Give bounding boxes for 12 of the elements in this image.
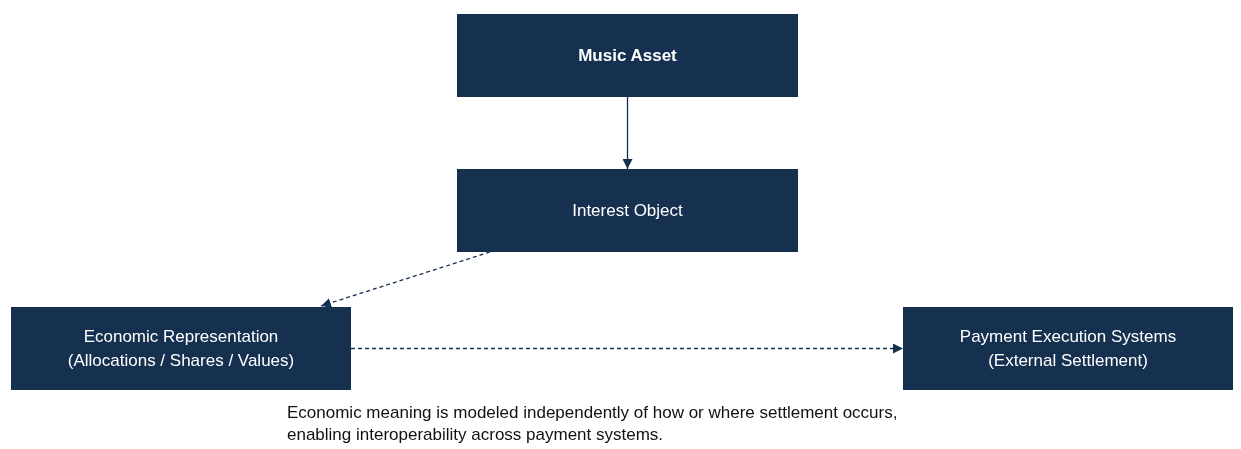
- note-text: Economic meaning is modeled independently of how or where settlement occurs, enabling interoperability across payment systems.: [287, 402, 899, 446]
- arrow: [622, 96, 633, 170]
- node-label: Payment Execution Systems (External Settlement): [958, 325, 1178, 372]
- node-label: Economic Representation (Allocations / Shares / Values): [66, 325, 296, 372]
- dashed-arrow: [350, 343, 904, 354]
- process-box: [11, 307, 351, 390]
- process-box: [457, 14, 798, 97]
- node-label: Music Asset: [578, 44, 677, 67]
- node-label: Interest Object: [572, 199, 683, 222]
- process-box: [457, 169, 798, 252]
- dashed-arrow: [320, 251, 491, 308]
- process-box: [903, 307, 1233, 390]
